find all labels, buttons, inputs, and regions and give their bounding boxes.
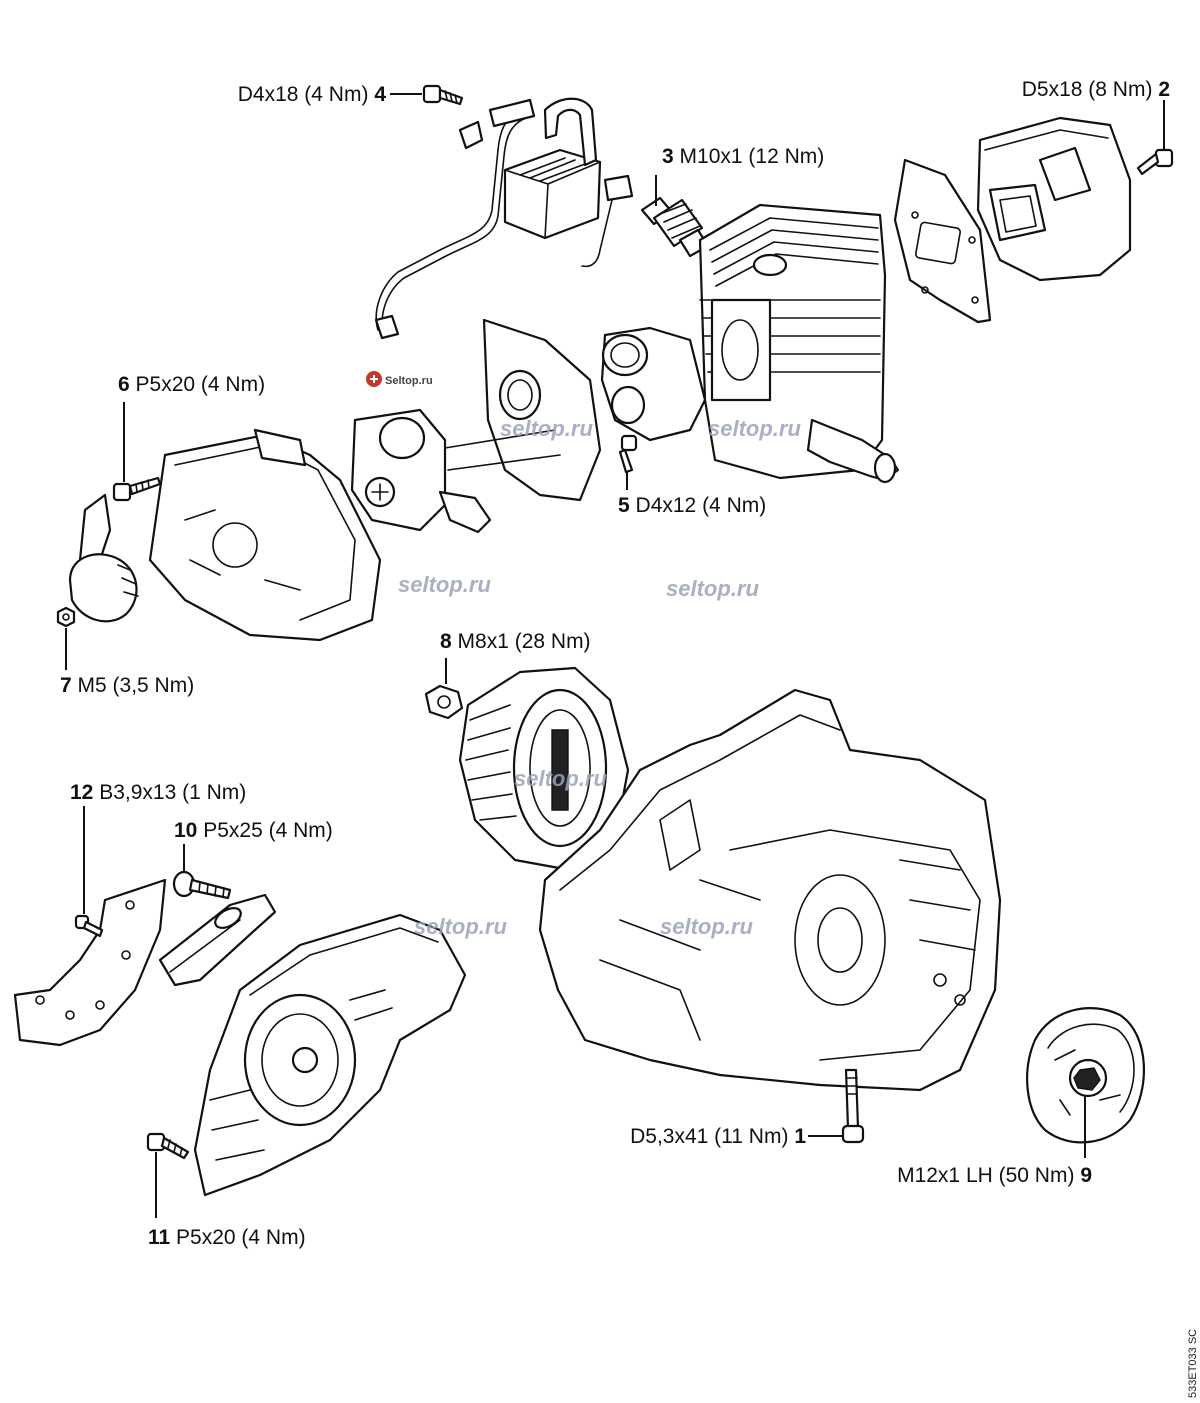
screw-12 [74, 914, 104, 938]
screw-5 [618, 434, 638, 474]
muffler [976, 116, 1132, 282]
watermark: seltop.ru [514, 766, 607, 791]
watermark: seltop.ru [414, 914, 507, 939]
drawing-code: 533ET033 SC [1187, 1329, 1199, 1398]
screw-4 [422, 84, 464, 106]
screw-11 [146, 1132, 190, 1160]
callout-3: 3 M10x1 (12 Nm) [662, 145, 824, 168]
screw-2 [1136, 148, 1174, 176]
starter-housing [193, 913, 467, 1197]
callout-8: 8 M8x1 (28 Nm) [440, 630, 591, 653]
air-filter-housing [148, 428, 382, 642]
ignition-module [374, 97, 634, 340]
spark-plug [640, 196, 710, 258]
watermark: seltop.ru [708, 416, 801, 441]
nut-8 [424, 684, 464, 720]
leader-lines [65, 93, 1165, 1218]
intake-manifold [600, 326, 707, 442]
callout-1: D5,3x41 (11 Nm) 1 [630, 1125, 806, 1148]
callout-4: D4x18 (4 Nm) 4 [238, 83, 387, 106]
carburetor [350, 408, 561, 534]
muffler-gasket [893, 158, 992, 324]
callout-labels: D4x18 (4 Nm) 4 D5x18 (8 Nm) 2 3 M10x1 (1… [60, 78, 1170, 1249]
callout-6: 6 P5x20 (4 Nm) [118, 373, 265, 396]
callout-5: 5 D4x12 (4 Nm) [618, 494, 766, 517]
clutch [1026, 1007, 1145, 1144]
watermarks: seltop.ru seltop.ru seltop.ru seltop.ru … [398, 416, 801, 939]
screw-1 [841, 1068, 865, 1144]
cylinder [698, 203, 900, 484]
starter-handle [158, 893, 277, 987]
screw-10 [172, 870, 232, 900]
cover-plate [13, 878, 167, 1047]
intake-baffle [482, 318, 602, 502]
callout-11: 11 P5x20 (4 Nm) [148, 1226, 306, 1249]
callout-7: 7 M5 (3,5 Nm) [60, 674, 194, 697]
flywheel [458, 666, 630, 872]
watermark: seltop.ru [660, 914, 753, 939]
callout-10: 10 P5x25 (4 Nm) [174, 819, 333, 842]
screw-6 [112, 476, 162, 502]
watermark: seltop.ru [398, 572, 491, 597]
callout-2: D5x18 (8 Nm) 2 [1022, 78, 1170, 101]
watermark: seltop.ru [666, 576, 759, 601]
crankcase-housing [538, 688, 1002, 1092]
seltop-logo: Seltop.ru [366, 371, 433, 387]
seltop-logo-text: Seltop.ru [385, 375, 433, 387]
choke-lever [68, 493, 139, 623]
callout-12: 12 B3,9x13 (1 Nm) [70, 781, 246, 804]
callout-9: M12x1 LH (50 Nm) 9 [897, 1164, 1092, 1187]
nut-7 [56, 606, 76, 628]
watermark: seltop.ru [500, 416, 593, 441]
